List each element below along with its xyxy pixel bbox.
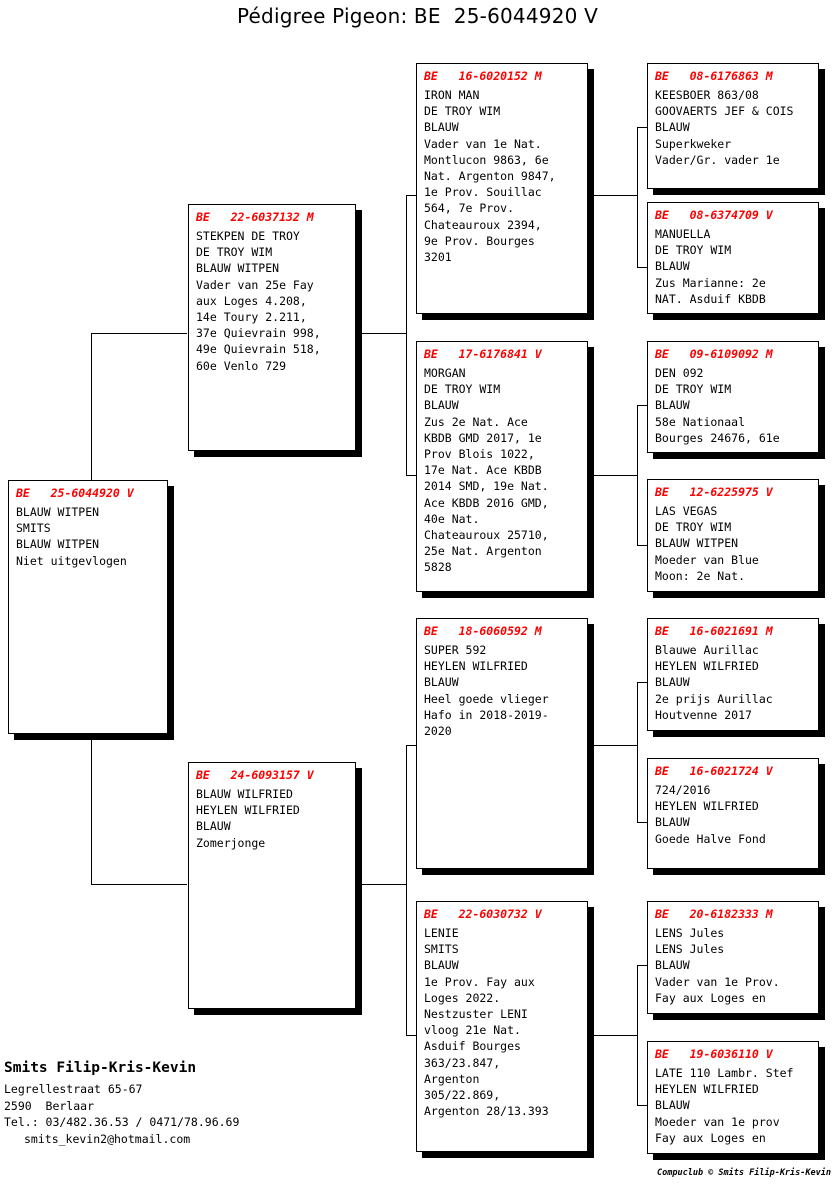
- connector-father-branch-vertical: [406, 195, 407, 475]
- connector-gp4-stem: [589, 1035, 637, 1036]
- page-title: Pédigree Pigeon: BE 25-6044920 V: [237, 4, 598, 28]
- ring-number-greatgrandparent-6: BE 16-6021724 V: [655, 764, 773, 778]
- connector-father-horizontal: [91, 333, 187, 334]
- connector-subject-to-father-vertical: [91, 333, 92, 482]
- owner-street: Legrellestraat 65-67: [4, 1082, 143, 1096]
- owner-name: Smits Filip-Kris-Kevin: [4, 1060, 197, 1076]
- connector-ggp2-horizontal: [637, 267, 649, 268]
- connector-gp3-stem: [589, 745, 637, 746]
- owner-city: 2590 Berlaar: [4, 1098, 95, 1113]
- owner-contact-block: Smits Filip-Kris-Kevin Legrellestraat 65…: [4, 1058, 239, 1147]
- connector-gp2-stem: [589, 475, 637, 476]
- connector-ggp6-horizontal: [637, 822, 649, 823]
- ring-number-greatgrandparent-4: BE 12-6225975 V: [655, 485, 773, 499]
- ring-number-greatgrandparent-1: BE 08-6176863 M: [655, 69, 773, 83]
- ring-number-grandparent-4: BE 22-6030732 V: [424, 907, 542, 921]
- connector-ggp2-branch-vertical: [637, 405, 638, 545]
- ring-number-grandparent-2: BE 17-6176841 V: [424, 347, 542, 361]
- ring-number-greatgrandparent-8: BE 19-6036110 V: [655, 1047, 773, 1061]
- ring-number-greatgrandparent-2: BE 08-6374709 V: [655, 208, 773, 222]
- ring-number-grandparent-3: BE 18-6060592 M: [424, 624, 542, 638]
- owner-email[interactable]: smits_kevin2@hotmail.com: [24, 1131, 191, 1146]
- ring-number-father: BE 22-6037132 M: [196, 210, 314, 224]
- connector-ggp1-branch-vertical: [637, 127, 638, 267]
- connector-gp1-stem: [589, 195, 637, 196]
- connector-ggp7-horizontal: [637, 965, 649, 966]
- owner-phone: Tel.: 03/482.36.53 / 0471/78.96.69: [4, 1115, 240, 1129]
- connector-gp2-horizontal: [406, 475, 418, 476]
- connector-gp4-horizontal: [406, 1035, 418, 1036]
- connector-ggp4-horizontal: [637, 545, 649, 546]
- connector-ggp4-branch-vertical: [637, 965, 638, 1105]
- connector-ggp8-horizontal: [637, 1105, 649, 1106]
- ring-number-mother: BE 24-6093157 V: [196, 768, 314, 782]
- ring-number-subject: BE 25-6044920 V: [16, 486, 134, 500]
- connector-gp3-horizontal: [406, 745, 418, 746]
- connector-father-stem: [358, 333, 406, 334]
- ring-number-grandparent-1: BE 16-6020152 M: [424, 69, 542, 83]
- connector-ggp3-branch-vertical: [637, 682, 638, 822]
- credit-line: Compuclub © Smits Filip-Kris-Kevin: [657, 1168, 831, 1178]
- ring-number-greatgrandparent-3: BE 09-6109092 M: [655, 347, 773, 361]
- connector-ggp5-horizontal: [637, 682, 649, 683]
- connector-ggp1-horizontal: [637, 127, 649, 128]
- connector-mother-branch-vertical: [406, 745, 407, 1035]
- connector-gp1-horizontal: [406, 195, 418, 196]
- ring-number-greatgrandparent-5: BE 16-6021691 M: [655, 624, 773, 638]
- connector-mother-stem: [358, 884, 406, 885]
- ring-number-greatgrandparent-7: BE 20-6182333 M: [655, 907, 773, 921]
- connector-mother-horizontal: [91, 884, 187, 885]
- connector-subject-to-mother-vertical: [91, 734, 92, 884]
- connector-ggp3-horizontal: [637, 405, 649, 406]
